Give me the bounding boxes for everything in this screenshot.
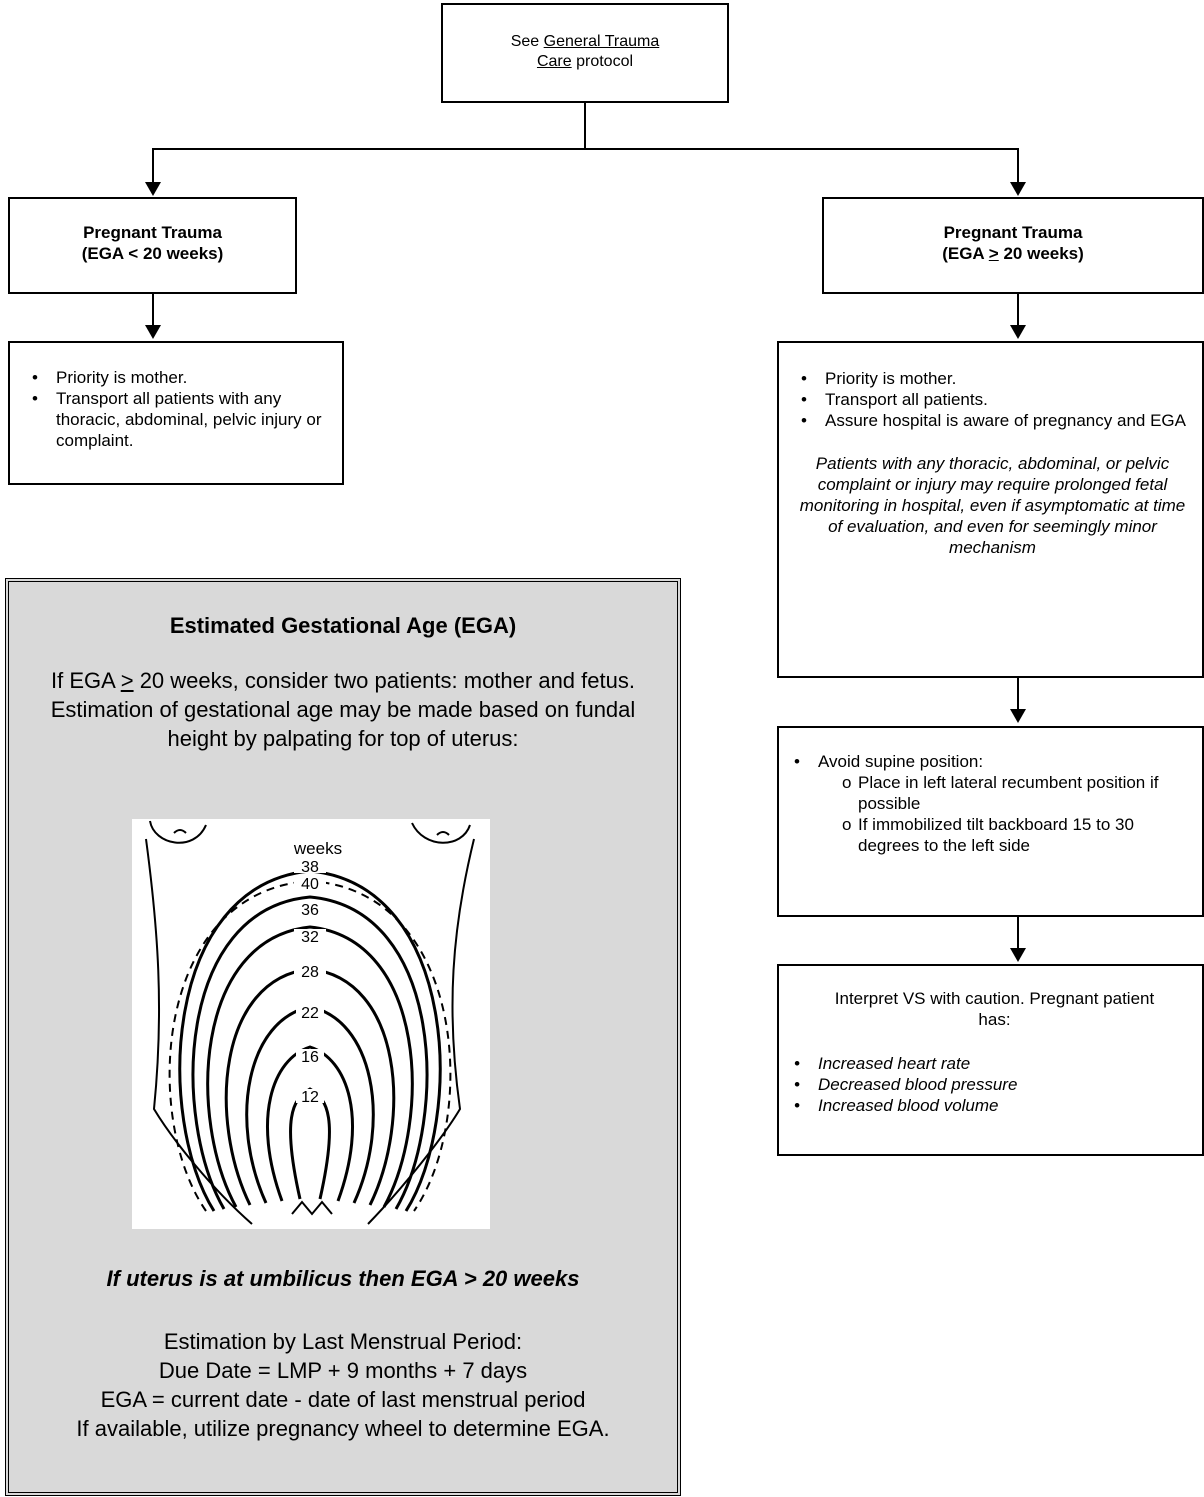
list-item: Priority is mother.: [801, 368, 1194, 389]
general-trauma-care-link-line2[interactable]: Care: [536, 53, 572, 70]
arrow-left-bullets: [145, 325, 161, 339]
connector-right-drop: [1017, 148, 1019, 184]
list-item: Decreased blood pressure: [794, 1074, 1194, 1095]
left-branch-subtitle: (EGA < 20 weeks): [81, 244, 224, 263]
figure-week-label: 12: [301, 1089, 319, 1106]
left-bullets-box: Priority is mother. Transport all patien…: [8, 341, 344, 485]
connector-right-2: [1017, 293, 1019, 327]
connector-right-3: [1017, 677, 1019, 711]
figure-week-label: 16: [301, 1049, 319, 1066]
ega-paragraph: If EGA > 20 weeks, consider two patients…: [31, 666, 655, 753]
right-branch-box: Pregnant Trauma (EGA > 20 weeks): [822, 197, 1204, 294]
list-item: Avoid supine position: Place in left lat…: [794, 751, 1194, 856]
figure-week-label: 22: [301, 1005, 319, 1022]
figure-week-label: 28: [301, 964, 319, 981]
list-item: Priority is mother.: [32, 367, 332, 388]
arrow-left-branch: [145, 182, 161, 196]
connector-left-2: [152, 293, 154, 327]
list-item: Increased blood volume: [794, 1095, 1194, 1116]
figure-label-weeks: weeks: [293, 839, 342, 858]
ega-para-prefix: If EGA: [51, 668, 121, 693]
right-subtitle-prefix: (EGA: [942, 244, 989, 263]
right-branch-title: Pregnant Trauma: [943, 223, 1083, 242]
right-bullets-box: Priority is mother. Transport all patien…: [777, 341, 1204, 678]
ega-para-suffix: 20 weeks, consider two patients: mother …: [50, 668, 636, 751]
supine-position-box: Avoid supine position: Place in left lat…: [777, 726, 1204, 917]
fetal-monitoring-note: Patients with any thoracic, abdominal, o…: [799, 454, 1186, 557]
lmp-line: Estimation by Last Menstrual Period:: [163, 1329, 523, 1354]
arrow-vs: [1010, 948, 1026, 962]
list-item: Transport all patients with any thoracic…: [32, 388, 332, 451]
figure-week-label: 32: [301, 929, 319, 946]
left-branch-box: Pregnant Trauma (EGA < 20 weeks): [8, 197, 297, 294]
general-trauma-care-link[interactable]: General Trauma: [543, 33, 660, 50]
supine-bullet: Avoid supine position:: [818, 752, 984, 771]
sub-list-item: Place in left lateral recumbent position…: [842, 772, 1194, 814]
sub-list-item: If immobilized tilt backboard 15 to 30 d…: [842, 814, 1194, 856]
vital-signs-box: Interpret VS with caution. Pregnant pati…: [777, 964, 1204, 1156]
connector-horizontal: [152, 148, 1019, 150]
left-branch-title: Pregnant Trauma: [83, 223, 222, 242]
top-prefix: See: [510, 33, 544, 50]
connector-right-4: [1017, 916, 1019, 950]
arrow-supine: [1010, 709, 1026, 723]
lmp-line: If available, utilize pregnancy wheel to…: [76, 1416, 610, 1441]
right-subtitle-symbol: >: [988, 244, 999, 263]
ega-para-symbol: >: [120, 668, 134, 693]
connector-left-drop: [152, 148, 154, 184]
top-suffix: protocol: [571, 53, 634, 70]
figure-week-label: 38: [301, 859, 319, 876]
lmp-section: Estimation by Last Menstrual Period: Due…: [45, 1327, 641, 1443]
lmp-line: EGA = current date - date of last menstr…: [100, 1387, 586, 1412]
fundal-height-figure: weeks 38 40 36 32 28 22 16 12: [132, 819, 490, 1229]
general-trauma-box: See General Trauma Care protocol: [441, 3, 729, 103]
umbilicus-note: If uterus is at umbilicus then EGA > 20 …: [106, 1266, 580, 1291]
list-item: Increased heart rate: [794, 1053, 1194, 1074]
arrow-right-bullets: [1010, 325, 1026, 339]
ega-title: Estimated Gestational Age (EGA): [169, 613, 517, 638]
connector-top-vertical: [584, 102, 586, 149]
ega-info-box: Estimated Gestational Age (EGA) If EGA >…: [5, 578, 681, 1496]
vs-intro: Interpret VS with caution. Pregnant pati…: [834, 989, 1155, 1029]
list-item: Transport all patients.: [801, 389, 1194, 410]
figure-week-label: 36: [301, 902, 319, 919]
lmp-line: Due Date = LMP + 9 months + 7 days: [158, 1358, 528, 1383]
figure-week-label: 40: [301, 876, 319, 893]
list-item: Assure hospital is aware of pregnancy an…: [801, 410, 1194, 431]
arrow-right-branch: [1010, 182, 1026, 196]
right-subtitle-suffix: 20 weeks): [998, 244, 1084, 263]
